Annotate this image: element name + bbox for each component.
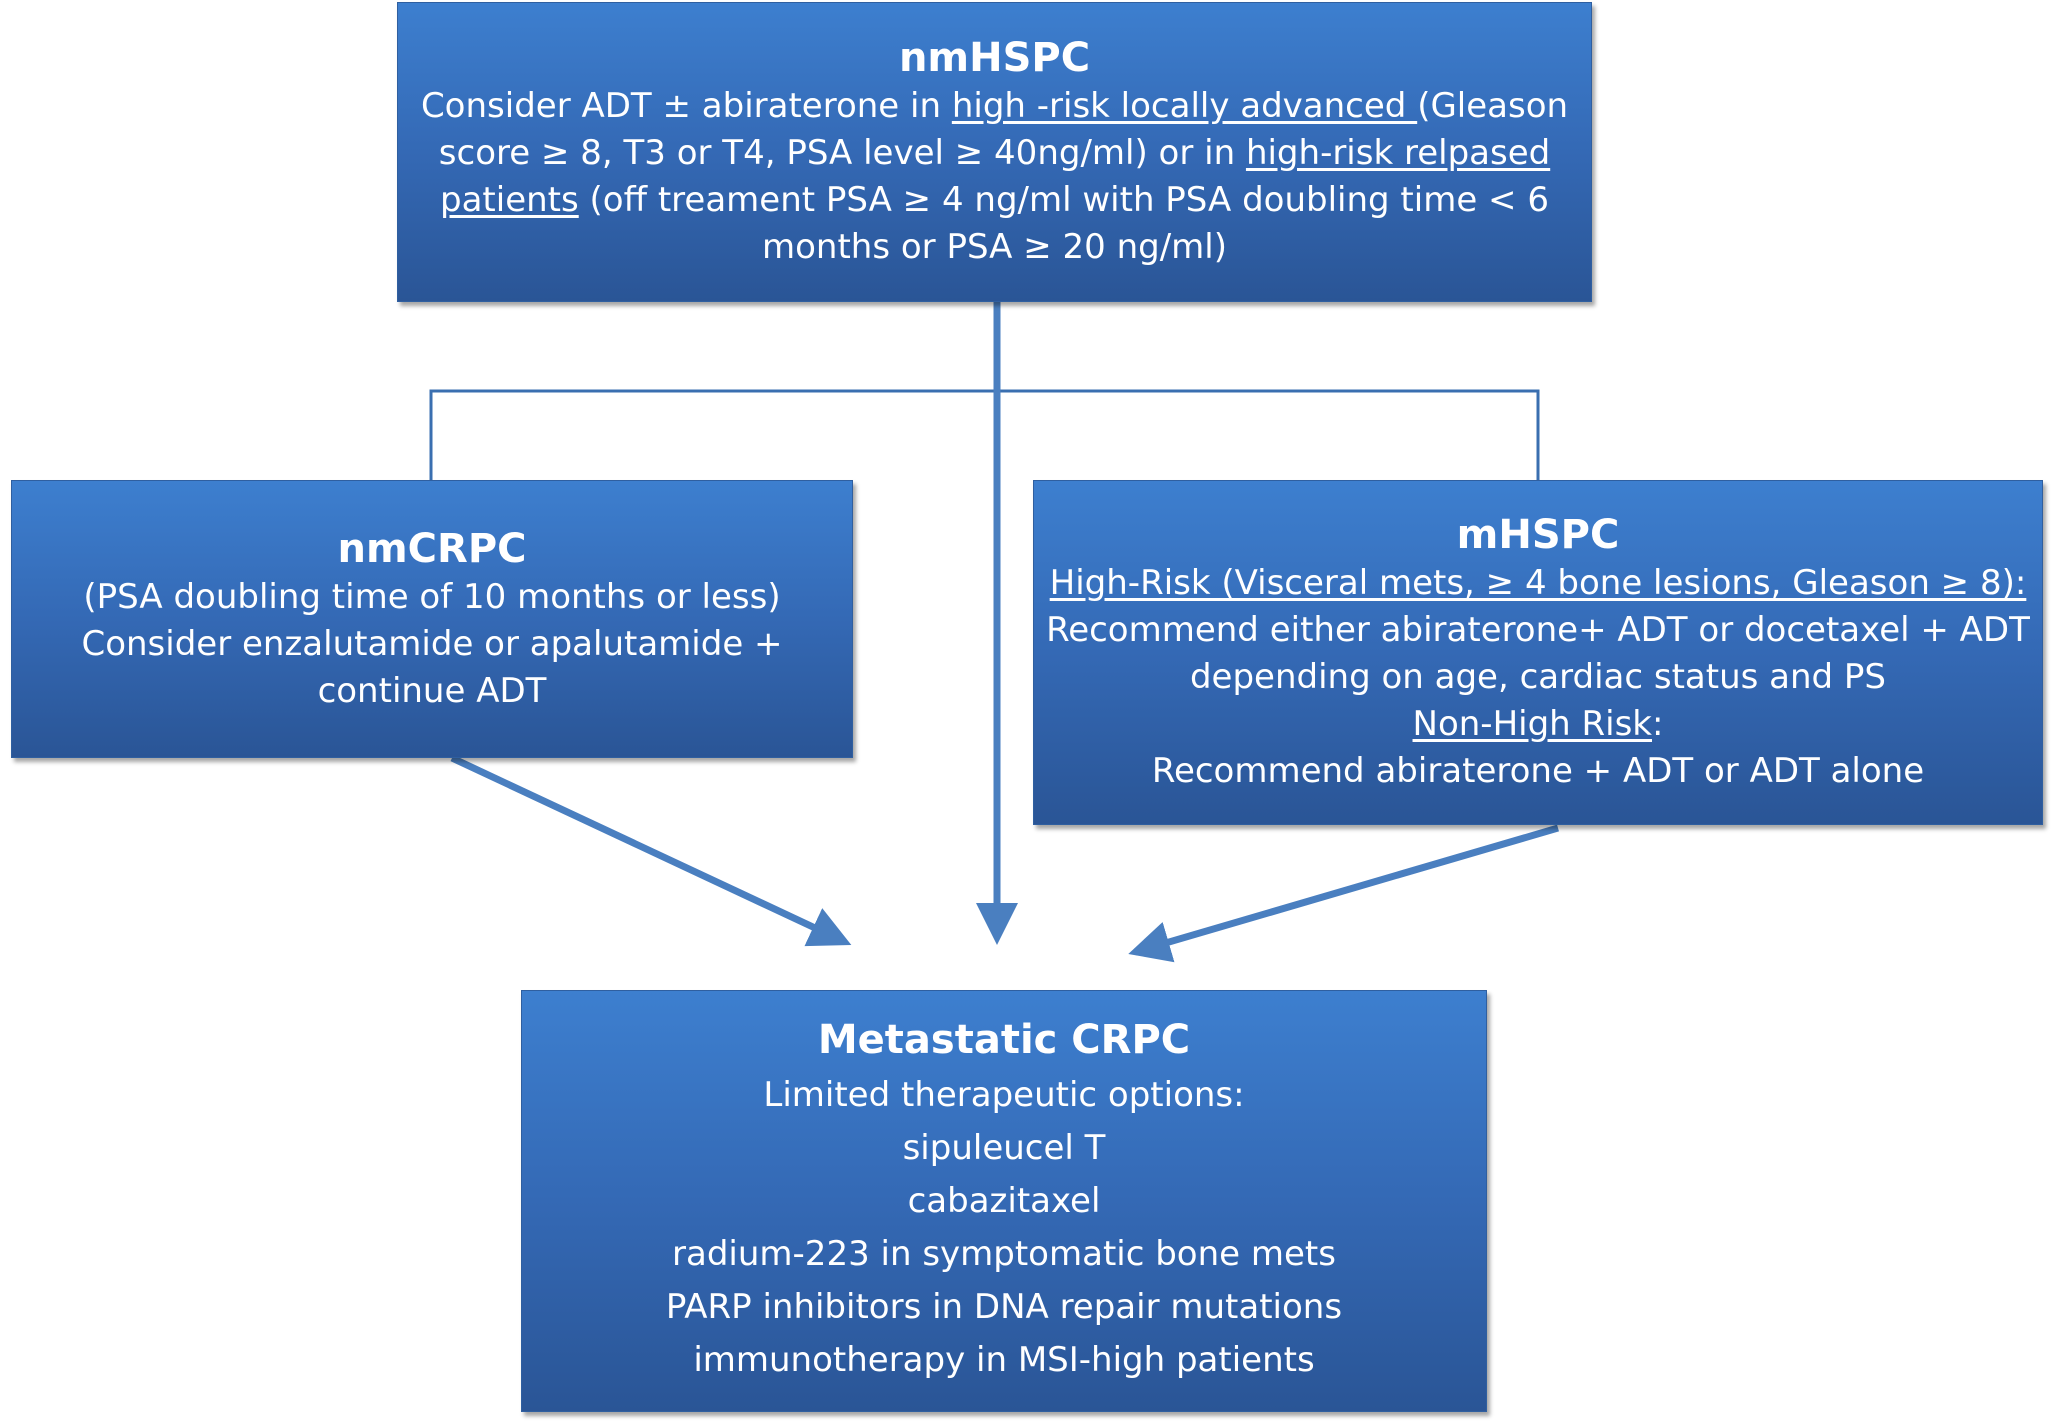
- nmcrpc-line: (PSA doubling time of 10 months or less): [83, 576, 781, 617]
- mcrpc-title: Metastatic CRPC: [817, 1017, 1191, 1063]
- metastatic-crpc-box: Metastatic CRPC Limited therapeutic opti…: [521, 990, 1487, 1412]
- mhspc-box: mHSPC High-Risk (Visceral mets, ≥ 4 bone…: [1033, 480, 2043, 825]
- nmcrpc-line: Consider enzalutamide or apalutamide +: [81, 623, 783, 664]
- mhspc-non-high-risk-line: Recommend abiraterone + ADT or ADT alone: [1151, 751, 1925, 791]
- nmhspc-description: Consider ADT ± abiraterone in high -risk…: [412, 83, 1577, 271]
- nmhspc-text-2: (Gleason score ≥ 8, T3 or T4, PSA level …: [438, 86, 1569, 173]
- nmhspc-title: nmHSPC: [898, 35, 1091, 81]
- arrow-nmcrpc-to-mcrpc: [450, 754, 852, 947]
- mhspc-high-risk-line: Recommend either abiraterone+ ADT or doc…: [1046, 610, 2030, 650]
- nmcrpc-line: continue ADT: [317, 670, 547, 711]
- mcrpc-line: immunotherapy in MSI-high patients: [693, 1340, 1315, 1380]
- mhspc-non-high-risk-heading-row: Non-High Risk:: [1413, 701, 1664, 748]
- mhspc-high-risk-line: depending on age, cardiac status and PS: [1189, 657, 1887, 697]
- nmcrpc-box: nmCRPC (PSA doubling time of 10 months o…: [11, 480, 853, 758]
- mcrpc-line: radium-223 in symptomatic bone mets: [672, 1234, 1336, 1274]
- mhspc-non-high-risk-heading: Non-High Risk: [1412, 704, 1652, 744]
- mcrpc-line: PARP inhibitors in DNA repair mutations: [665, 1287, 1343, 1327]
- nmhspc-text-3: (off treament PSA ≥ 4 ng/ml with PSA dou…: [578, 180, 1549, 267]
- nmcrpc-title: nmCRPC: [337, 525, 527, 572]
- nmhspc-high-risk-locally-advanced: high -risk locally advanced: [951, 86, 1418, 126]
- mhspc-high-risk-heading: High-Risk (Visceral mets, ≥ 4 bone lesio…: [1049, 563, 2027, 603]
- branch-connector: [429, 389, 1540, 480]
- arrow-mhspc-to-mcrpc: [1128, 824, 1559, 963]
- mcrpc-line: Limited therapeutic options:: [763, 1075, 1245, 1115]
- nmhspc-high-risk-relapsed: high-risk relpased patients: [440, 133, 1551, 220]
- nmhspc-text-1: Consider ADT ± abiraterone in: [420, 86, 952, 126]
- mhspc-non-high-risk-colon: :: [1652, 704, 1664, 744]
- mcrpc-line: sipuleucel T: [902, 1128, 1106, 1168]
- nmhspc-box: nmHSPC Consider ADT ± abiraterone in hig…: [397, 2, 1592, 302]
- mcrpc-line: cabazitaxel: [907, 1181, 1101, 1221]
- mhspc-title: mHSPC: [1456, 512, 1620, 558]
